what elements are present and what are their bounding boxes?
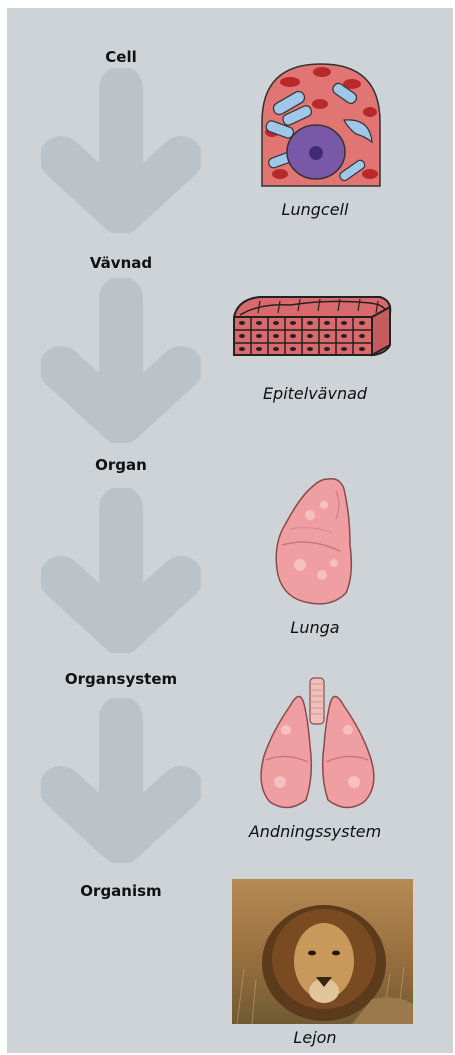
caption-lung-cell: Lungcell xyxy=(215,200,415,219)
caption-epithelial-tissue: Epitelvävnad xyxy=(215,384,415,403)
epithelial-tissue-icon xyxy=(230,293,395,363)
caption-lion: Lejon xyxy=(215,1028,415,1047)
down-arrow-icon xyxy=(41,278,201,443)
lung-cell-icon xyxy=(260,62,382,188)
respiratory-system-icon xyxy=(250,676,385,816)
level-label-organ: Organ xyxy=(21,456,221,474)
caption-lung: Lunga xyxy=(215,618,415,637)
lion-photo xyxy=(232,879,413,1024)
down-arrow-icon xyxy=(41,488,201,653)
caption-respiratory-system: Andningssystem xyxy=(215,822,415,841)
level-label-cell: Cell xyxy=(21,48,221,66)
level-label-tissue: Vävnad xyxy=(21,254,221,272)
down-arrow-icon xyxy=(41,68,201,233)
level-label-organism: Organism xyxy=(21,882,221,900)
down-arrow-icon xyxy=(41,698,201,863)
level-label-organ-system: Organsystem xyxy=(21,670,221,688)
lung-icon xyxy=(270,475,360,610)
